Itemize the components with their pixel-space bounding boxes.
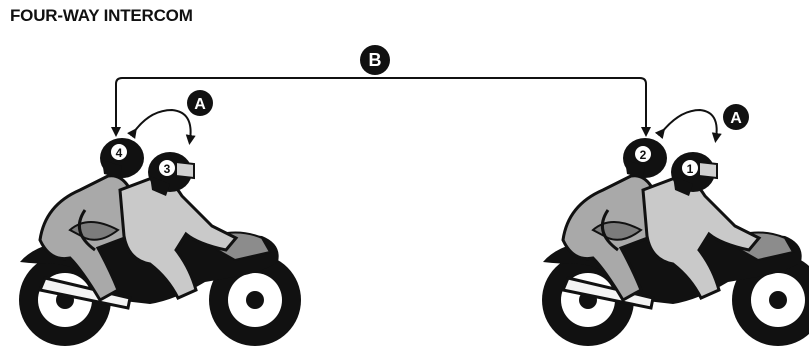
svg-text:A: A <box>730 110 742 127</box>
svg-text:3: 3 <box>164 162 171 176</box>
svg-text:A: A <box>194 96 206 113</box>
link-b-badge: B <box>360 45 390 75</box>
rider-2-badge: 2 <box>633 144 653 164</box>
svg-text:1: 1 <box>687 162 694 176</box>
link-b-line <box>115 77 647 130</box>
link-a-right-badge: A <box>723 104 749 130</box>
rider-3-badge: 3 <box>157 158 177 178</box>
link-a-left-badge: A <box>187 90 213 116</box>
link-a-left-arc <box>127 108 196 145</box>
svg-text:4: 4 <box>116 146 123 160</box>
svg-text:2: 2 <box>640 148 647 162</box>
rider-4-badge: 4 <box>109 142 129 162</box>
motorcycle-right <box>540 136 809 348</box>
link-a-right-arc <box>654 108 722 143</box>
rider-1-badge: 1 <box>680 158 700 178</box>
diagram-title: FOUR-WAY INTERCOM <box>10 6 193 25</box>
svg-text:B: B <box>369 50 382 70</box>
